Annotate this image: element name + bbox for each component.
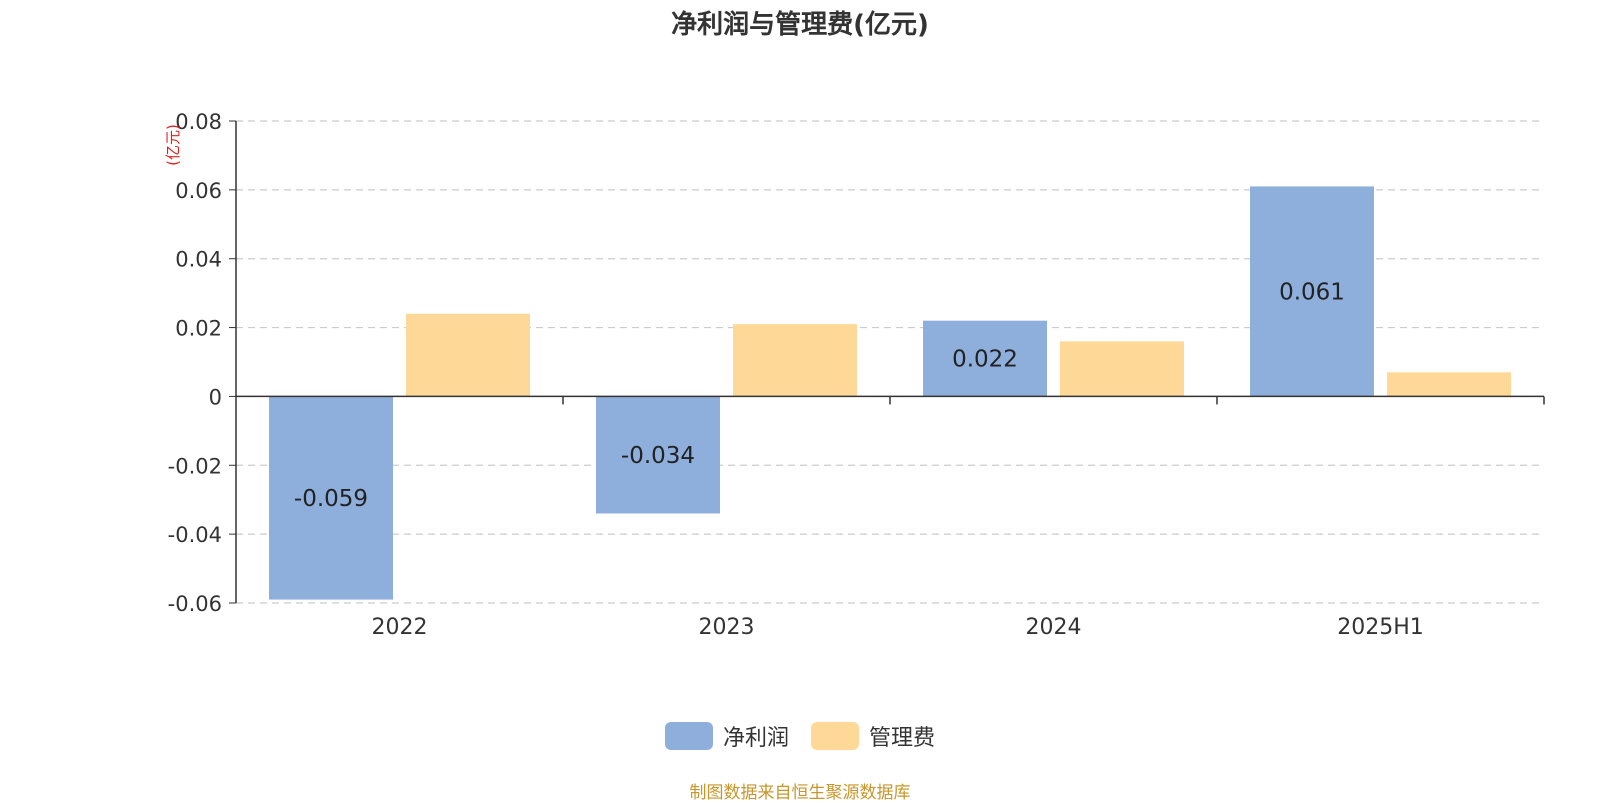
x-tick-label: 2025H1 [1337, 615, 1424, 640]
bar-admin-expense-2025H1 [1387, 372, 1511, 397]
legend: 净利润 管理费 [0, 720, 1600, 752]
y-tick-label: -0.02 [168, 454, 222, 478]
axes: 0.08 0.06 0.04 0.02 0 -0.02 -0.04 -0.06 2022 2023… [168, 110, 1545, 640]
source-note: 制图数据来自恒生聚源数据库 [689, 783, 911, 803]
data-labels: -0.059 -0.034 0.022 0.061 [294, 279, 1345, 512]
x-tick-label: 2024 [1026, 615, 1082, 640]
x-tick-label: 2023 [699, 615, 755, 640]
legend-label: 管理费 [869, 726, 936, 751]
data-label: 0.061 [1279, 279, 1345, 305]
legend-swatch [664, 722, 713, 750]
bar-net-profit-2024 [923, 320, 1047, 397]
y-axis-unit-label: (亿元) [164, 124, 182, 166]
x-tick-label: 2022 [372, 615, 428, 640]
bar-net-profit-2022 [269, 396, 393, 600]
y-tick-label: 0.06 [175, 179, 222, 203]
data-label: 0.022 [952, 347, 1018, 373]
y-tick-label: 0.04 [175, 248, 222, 272]
bar-admin-expense-2023 [733, 324, 857, 397]
legend-swatch [811, 722, 859, 750]
bar-net-profit-2025H1 [1250, 186, 1374, 397]
y-tick-label: 0.02 [175, 317, 222, 341]
y-tick-label: 0 [209, 385, 222, 409]
bar-admin-expense-2022 [406, 313, 530, 397]
legend-label: 净利润 [722, 726, 789, 751]
data-label: -0.059 [294, 486, 368, 512]
chart-title: 净利润与管理费(亿元) [671, 10, 929, 40]
bars [269, 186, 1511, 600]
legend-item[interactable]: 管理费 [811, 720, 935, 752]
legend-item[interactable]: 净利润 [664, 720, 789, 752]
y-tick-label: -0.04 [168, 523, 222, 547]
y-tick-label: 0.08 [175, 110, 222, 134]
data-label: -0.034 [621, 443, 695, 469]
y-tick-label: -0.06 [168, 592, 222, 616]
bar-admin-expense-2024 [1060, 341, 1184, 397]
bar-net-profit-2023 [596, 396, 720, 514]
